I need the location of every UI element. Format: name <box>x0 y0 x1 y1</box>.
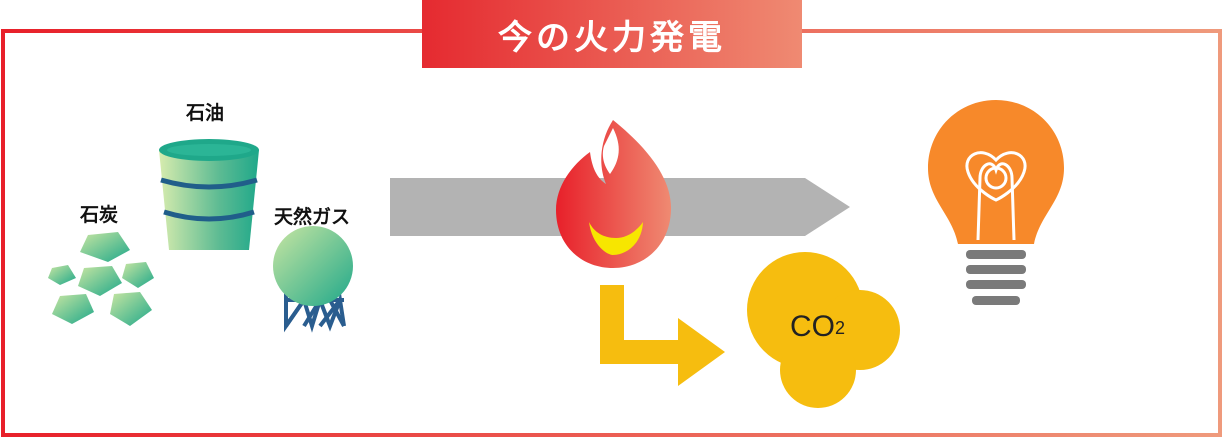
title-banner <box>422 0 802 68</box>
gas-tank-icon <box>273 226 353 333</box>
oil-drum-icon <box>159 139 259 250</box>
diagram-title: 今の火力発電 <box>498 17 726 58</box>
co2-cloud-icon <box>747 252 900 408</box>
coal-icon <box>48 232 154 326</box>
gas-label: 天然ガス <box>274 206 351 228</box>
co2-subscript: 2 <box>835 318 846 338</box>
coal-label: 石炭 <box>80 204 119 226</box>
flame-icon <box>556 120 672 268</box>
co2-arrow <box>600 285 725 386</box>
light-bulb-icon <box>928 100 1064 305</box>
co2-label: CO2 <box>790 310 845 344</box>
oil-label: 石油 <box>186 102 225 124</box>
co2-main-text: CO <box>790 310 835 343</box>
